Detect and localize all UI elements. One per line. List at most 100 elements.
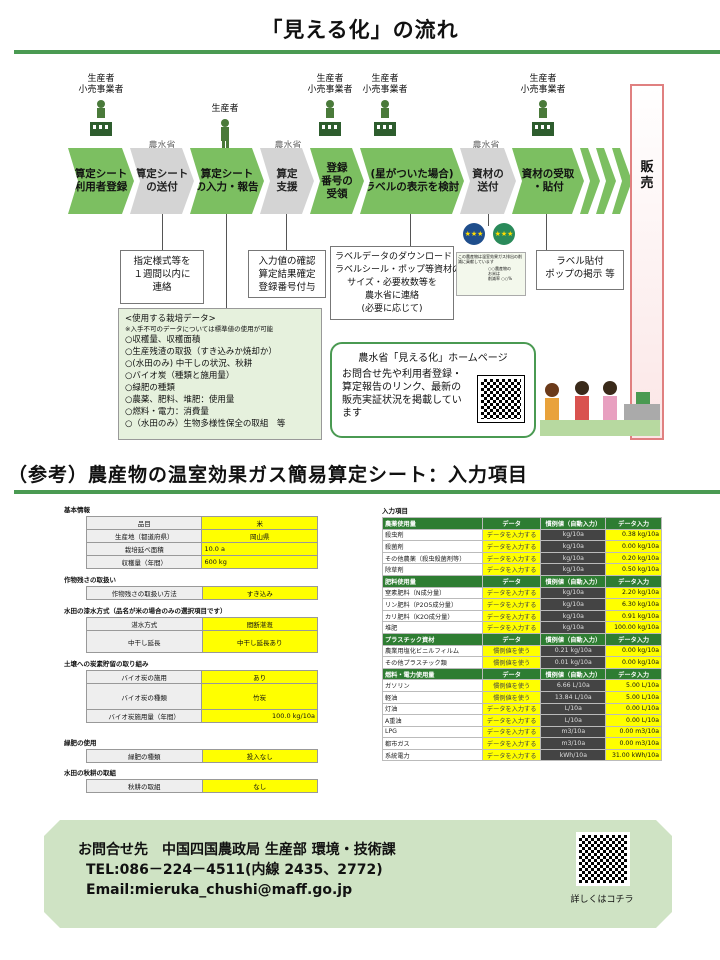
cell-value[interactable]: 600 kg — [201, 555, 318, 569]
input-value[interactable]: 0.00 kg/10a — [605, 644, 662, 658]
residue-table: 作物残さの取扱い方法すき込み — [86, 586, 318, 600]
sales-label: 販 売 — [640, 160, 654, 191]
item-name: 窒素肥料（N成分量） — [382, 586, 483, 600]
eco-label-stars-image: ★★★★★★ — [460, 222, 520, 246]
cell-value[interactable]: 中干し延長あり — [201, 630, 318, 653]
input-mode[interactable]: 慣例値を使う — [481, 656, 542, 669]
actor-label: 生産者 小売事業者 — [520, 74, 566, 95]
actor-producer-retailer-3: 生産者 小売事業者 — [340, 74, 430, 138]
input-value[interactable]: 0.00 kg/10a — [605, 540, 662, 553]
input-value[interactable]: 0.00 m3/10a — [605, 737, 662, 750]
cell-key: 栽培延べ面積 — [85, 542, 203, 556]
step-material-send: 資材の 送付 — [460, 148, 516, 214]
actor-producer-retailer-4: 生産者 小売事業者 — [498, 74, 588, 138]
input-value[interactable]: 0.00 kg/10a — [605, 656, 662, 669]
step-registration: 算定シート 利用者登録 — [68, 148, 134, 214]
input-mode[interactable]: データを入力する — [481, 586, 542, 600]
cell-value[interactable]: 10.0 a — [201, 542, 318, 556]
default-value: 0.01 kg/10a — [540, 656, 607, 669]
cell-value[interactable]: 100.0 kg/10a — [201, 709, 318, 723]
step-sheet-input: 算定シート の入力・報告 — [190, 148, 264, 214]
sales-bar: 販 売 — [630, 84, 664, 440]
input-mode[interactable]: データを入力する — [481, 748, 542, 762]
step-sheet-send: 算定シート の送付 — [130, 148, 194, 214]
default-value: 6.66 L/10a — [540, 679, 607, 692]
pop-caption: この農産物は温室効果ガス排出の削減に貢献しています — [458, 254, 522, 264]
contact-qr[interactable] — [576, 832, 630, 886]
input-mode[interactable]: データを入力する — [481, 725, 542, 739]
actor-label: 生産者 小売事業者 — [362, 74, 408, 95]
item-name: 系統電力 — [382, 748, 483, 762]
input-value[interactable]: 0.50 kg/10a — [605, 563, 662, 576]
data-box-head: <使用する栽培データ> — [125, 314, 216, 324]
default-value: m3/10a — [540, 737, 607, 750]
input-mode[interactable]: 慣例値を使う — [481, 644, 542, 658]
input-value[interactable]: 0.20 kg/10a — [605, 551, 662, 565]
maff-label-2: 農水省 — [274, 141, 302, 151]
input-mode[interactable]: データを入力する — [481, 598, 542, 611]
input-mode[interactable]: データを入力する — [481, 528, 542, 542]
cell-value[interactable]: 竹炭 — [201, 683, 318, 710]
cell-value[interactable]: 間断湛漑 — [201, 617, 318, 631]
column-header: 慣例値（自動入力） — [540, 667, 607, 681]
input-value[interactable]: 0.00 L/10a — [605, 702, 662, 716]
step-label-consider: (星がついた場合) ラベルの表示を検討 — [360, 148, 464, 214]
input-mode[interactable]: データを入力する — [481, 551, 542, 565]
default-value: m3/10a — [540, 725, 607, 739]
item-name: 堆肥 — [382, 621, 483, 634]
item-name: 農業用塩化ビニルフィルム — [382, 644, 483, 658]
input-value[interactable]: 6.30 kg/10a — [605, 598, 662, 611]
note-attach: ラベル貼付 ポップの掲示 等 — [536, 250, 624, 290]
basic-info-heading: 基本情報 — [64, 506, 90, 514]
contact-tel[interactable]: TEL:086－224－4511(内線 2435、2772) — [86, 862, 383, 878]
step-number-receipt: 登録 番号の 受領 — [310, 148, 364, 214]
note-label-data: ラベルデータのダウンロード ラベルシール・ポップ等資材の サイズ・必要枚数等を … — [330, 246, 461, 320]
cell-value[interactable]: 岡山県 — [201, 529, 318, 543]
contact-email[interactable]: Email:mieruka_chushi@maff.go.jp — [86, 882, 353, 898]
input-mode[interactable]: データを入力する — [481, 737, 542, 750]
default-value: kg/10a — [540, 563, 607, 576]
input-value[interactable]: 2.20 kg/10a — [605, 586, 662, 600]
step-material-attach: 資材の受取 ・貼付 — [512, 148, 584, 214]
column-header: データ入力 — [605, 574, 662, 588]
input-value[interactable]: 100.00 kg/10a — [605, 621, 662, 634]
input-mode[interactable]: 慣例値を使う — [481, 690, 542, 704]
input-mode[interactable]: データを入力する — [481, 540, 542, 553]
input-value[interactable]: 0.38 kg/10a — [605, 528, 662, 542]
input-value[interactable]: 5.00 L/10a — [605, 679, 662, 692]
default-value: 13.84 L/10a — [540, 690, 607, 704]
input-value[interactable]: 0.00 m3/10a — [605, 725, 662, 739]
cell-key: 湛水方式 — [86, 617, 203, 631]
homepage-box: 農水省「見える化」ホームページ お問合せ先や利用者登録・ 算定報告のリンク、最新… — [330, 342, 536, 438]
input-mode[interactable]: データを入力する — [481, 714, 542, 727]
cell-value[interactable]: 投入なし — [201, 749, 318, 763]
input-value[interactable]: 5.00 L/10a — [605, 690, 662, 704]
column-header: 慣例値（自動入力） — [540, 632, 607, 646]
cell-value[interactable]: すき込み — [201, 586, 318, 600]
input-value[interactable]: 0.91 kg/10a — [605, 609, 662, 623]
input-value[interactable]: 31.00 kWh/10a — [605, 748, 662, 762]
group-name: 燃料・電力使用量 — [382, 667, 483, 681]
input-mode[interactable]: データを入力する — [481, 702, 542, 716]
qr-code-icon[interactable] — [477, 375, 525, 423]
input-mode[interactable]: データを入力する — [481, 563, 542, 576]
input-mode[interactable]: データを入力する — [481, 621, 542, 634]
cell-key: バイオ炭施用量（年間） — [85, 709, 203, 723]
cell-value[interactable]: あり — [201, 670, 318, 684]
input-mode[interactable]: データを入力する — [481, 609, 542, 623]
input-mode[interactable]: 慣例値を使う — [481, 679, 542, 692]
data-item: ○緑肥の種類 — [125, 383, 175, 393]
contact-dept: お問合せ先 中国四国農政局 生産部 環境・技術課 — [78, 842, 396, 858]
cell-value[interactable]: なし — [201, 779, 318, 793]
cell-value[interactable]: 米 — [201, 516, 318, 530]
input-value[interactable]: 0.00 L/10a — [605, 714, 662, 727]
actor-label: 生産者 — [211, 104, 239, 114]
